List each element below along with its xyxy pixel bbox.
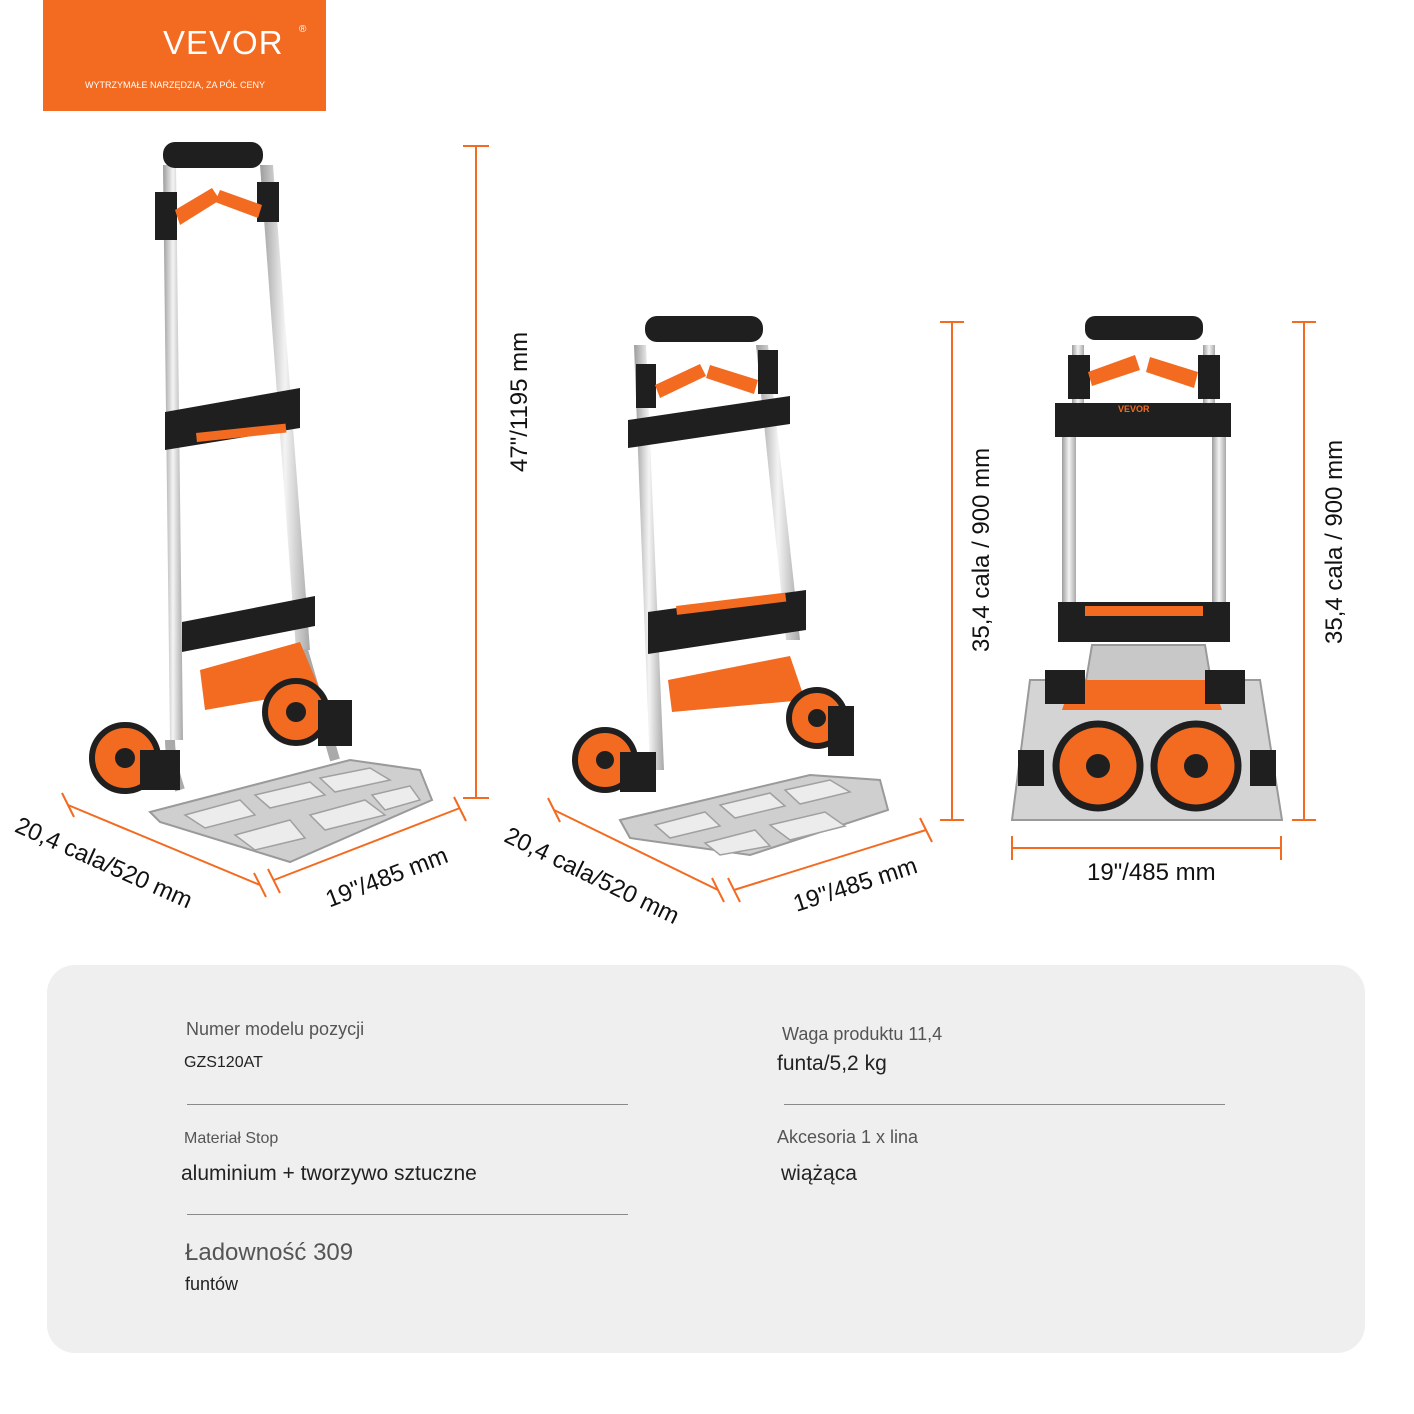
trolley-view-extended <box>61 142 489 898</box>
product-weight-label: Waga produktu 11,4 <box>782 1024 943 1044</box>
spec-divider <box>784 1104 1225 1105</box>
spec-divider <box>187 1214 628 1215</box>
logo-brand-name: VEVOR <box>163 24 284 61</box>
spec-divider <box>187 1104 628 1105</box>
height-label-front: 35,4 cala / 900 mm <box>1321 439 1348 644</box>
height-label-extended: 47"/1195 mm <box>506 331 533 472</box>
accessories-value: wiążąca <box>781 1162 857 1185</box>
hand-truck-illustration: VEVOR <box>61 142 1316 903</box>
logo-registered-mark: ® <box>299 24 307 35</box>
width-label-front: 19"/485 mm <box>1087 859 1216 886</box>
load-capacity-value: funtów <box>185 1274 239 1294</box>
model-number-value: GZS120AT <box>184 1054 263 1071</box>
vevor-logo: VEVOR ® WYTRZYMAŁE NARZĘDZIA, ZA PÓŁ CEN… <box>43 0 326 111</box>
trolley-view-front: VEVOR <box>1010 316 1316 860</box>
specifications-panel: Numer modelu pozycji GZS120AT Waga produ… <box>47 965 1365 1353</box>
model-number-label: Numer modelu pozycji <box>186 1019 365 1039</box>
height-label-folded: 35,4 cala / 900 mm <box>968 447 995 652</box>
svg-text:VEVOR: VEVOR <box>1118 404 1150 414</box>
logo-tagline: WYTRZYMAŁE NARZĘDZIA, ZA PÓŁ CENY <box>85 80 266 90</box>
trolley-view-folded <box>547 316 964 903</box>
load-capacity-label: Ładowność 309 <box>185 1239 354 1266</box>
material-label: Materiał Stop <box>184 1130 279 1147</box>
accessories-label: Akcesoria 1 x lina <box>777 1127 919 1147</box>
product-weight-value: funta/5,2 kg <box>777 1052 887 1075</box>
material-value: aluminium + tworzywo sztuczne <box>181 1162 477 1185</box>
